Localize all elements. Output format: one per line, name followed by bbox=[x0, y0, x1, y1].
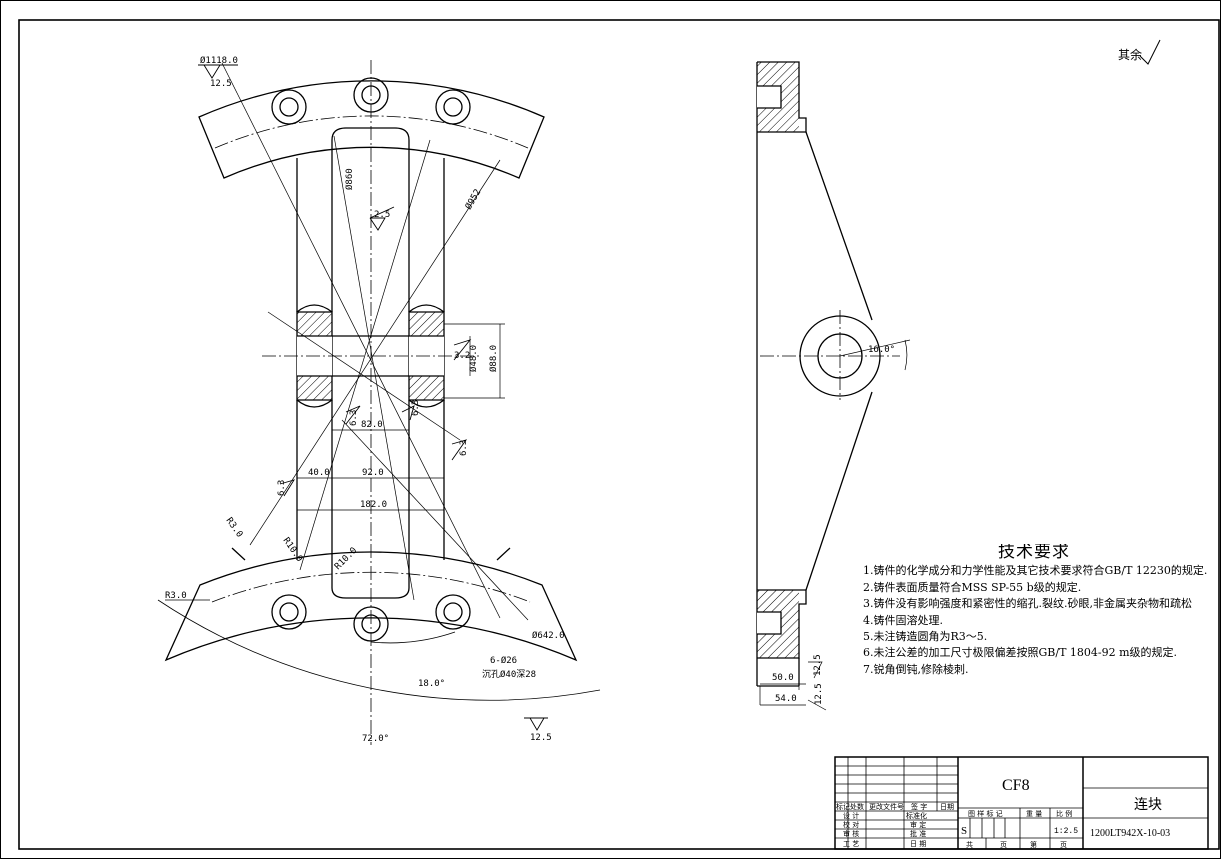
dim-holes: 6-Ø26 bbox=[490, 655, 517, 666]
dim-d-952: Ø952 bbox=[463, 187, 483, 211]
tb-audit: 审 定 bbox=[910, 820, 926, 829]
front-dims: Ø1118.0 12.5 Ø860 Ø952 2.5 3.2 Ø48.0 Ø88… bbox=[165, 55, 565, 744]
rough-12-5-a: 12.5 bbox=[813, 654, 823, 676]
rough-12-5-top: 12.5 bbox=[210, 79, 232, 89]
tb-part-name: 连块 bbox=[1134, 797, 1162, 813]
tb-signature: 签 字 bbox=[911, 802, 927, 811]
tb-process: 工 艺 bbox=[843, 840, 859, 848]
dim-d-642: Ø642.0 bbox=[532, 630, 565, 641]
tb-pattern-mark: 图 样 标 记 bbox=[968, 809, 1003, 818]
tech-item: 7.锐角倒钝,修除棱刺. bbox=[863, 662, 969, 676]
title-block bbox=[834, 756, 1209, 850]
other-roughness-note: 其余 bbox=[1118, 48, 1143, 62]
dim-r-3-left: R3.0 bbox=[224, 516, 245, 540]
dim-d-outer: Ø1118.0 bbox=[200, 55, 238, 66]
right-rib bbox=[408, 140, 445, 588]
tb-sheet: 页 bbox=[1000, 841, 1007, 849]
tech-title: 技术要求 bbox=[998, 544, 1070, 562]
inner-border bbox=[18, 19, 1220, 850]
title-block-labels: 标记 处数 更改文件号 签 字 日期 设 计 标准化 校 对 审 定 审 核 批… bbox=[836, 802, 1072, 849]
tech-item: 6.未注公差的加工尺寸极限偏差按照GB/T 1804-92 m级的规定. bbox=[863, 646, 1178, 660]
tech-item: 1.铸件的化学成分和力学性能及其它技术要求符合GB/T 12230的规定. bbox=[863, 564, 1208, 578]
tb-drawing-no: 1200LT942X-10-03 bbox=[1090, 828, 1170, 839]
front-view bbox=[157, 60, 601, 745]
dim-w-92: 92.0 bbox=[362, 468, 384, 478]
tb-date: 日期 bbox=[940, 803, 954, 811]
dim-d-48: Ø48.0 bbox=[468, 345, 479, 372]
tb-page: 页 bbox=[1060, 841, 1067, 849]
dim-angle-16: 16.0° bbox=[868, 345, 895, 355]
technical-requirements: 技术要求 1.铸件的化学成分和力学性能及其它技术要求符合GB/T 12230的规… bbox=[863, 544, 1221, 678]
tb-material: CF8 bbox=[1002, 777, 1030, 794]
dim-r-3-bottom: R3.0 bbox=[165, 591, 187, 601]
rough-12-5-bottom: 12.5 bbox=[530, 733, 552, 743]
dim-d-88: Ø88.0 bbox=[488, 345, 499, 372]
tech-item: 4.铸件固溶处理. bbox=[863, 613, 943, 627]
title-block-values: CF8 连块 1200LT942X-10-03 S 1:2.5 bbox=[961, 777, 1170, 839]
dim-w-182: 182.0 bbox=[360, 500, 387, 510]
top-flange bbox=[198, 80, 545, 179]
dim-counterbore: 沉孔Ø40深28 bbox=[482, 669, 536, 680]
tb-weight: 重 量 bbox=[1026, 810, 1042, 818]
rough-6-3-a: 6.3 bbox=[349, 410, 359, 426]
tb-date2: 日 期 bbox=[910, 840, 926, 848]
dim-w-54: 54.0 bbox=[775, 694, 797, 704]
tb-approve: 批 准 bbox=[910, 829, 926, 838]
rough-6-3-b: 6.3 bbox=[411, 400, 421, 416]
tb-standardize: 标准化 bbox=[906, 811, 927, 820]
tb-count: 处数 bbox=[850, 802, 864, 811]
rough-3-2: 3.2 bbox=[454, 351, 470, 361]
dim-d-860: Ø860 bbox=[344, 168, 355, 190]
tb-change-doc: 更改文件号 bbox=[869, 802, 904, 811]
left-rib bbox=[296, 140, 333, 588]
side-view bbox=[756, 39, 1161, 711]
bottom-flange bbox=[164, 551, 578, 662]
tech-item: 2.铸件表面质量符合MSS SP-55 b级的规定. bbox=[863, 580, 1082, 594]
dim-angle-18: 18.0° bbox=[418, 679, 445, 689]
dim-w-50: 50.0 bbox=[772, 673, 794, 683]
rough-6-3-d: 6.3 bbox=[277, 480, 287, 496]
dim-w-40: 40.0 bbox=[308, 468, 330, 478]
tech-item: 5.未注铸造圆角为R3～5. bbox=[863, 630, 988, 644]
rough-12-5-b: 12.5 bbox=[814, 683, 824, 705]
tb-stage-mark: S bbox=[961, 825, 967, 837]
tb-mark: 标记 bbox=[836, 802, 850, 811]
side-dims: 16.0° 50.0 54.0 12.5 12.5 bbox=[772, 345, 895, 705]
rough-2-5: 2.5 bbox=[374, 210, 390, 220]
bottom-bolt-holes bbox=[271, 594, 471, 642]
tb-scale: 1:2.5 bbox=[1054, 827, 1078, 836]
tb-total: 共 bbox=[966, 840, 973, 849]
tb-no: 第 bbox=[1030, 840, 1037, 849]
tb-check: 校 对 bbox=[843, 820, 859, 829]
tech-item: 3.铸件没有影响强度和紧密性的缩孔.裂纹.砂眼,非金属夹杂物和疏松 bbox=[863, 597, 1192, 611]
tb-review: 审 核 bbox=[843, 829, 859, 838]
dim-angle-72: 72.0° bbox=[362, 734, 389, 744]
rough-6-3-c: 6.3 bbox=[459, 440, 469, 456]
dim-w-82: 82.0 bbox=[361, 420, 383, 430]
dim-r-10-b: R10.0 bbox=[333, 546, 359, 572]
tb-design: 设 计 bbox=[843, 811, 859, 820]
tb-ratio: 比 例 bbox=[1056, 809, 1072, 818]
